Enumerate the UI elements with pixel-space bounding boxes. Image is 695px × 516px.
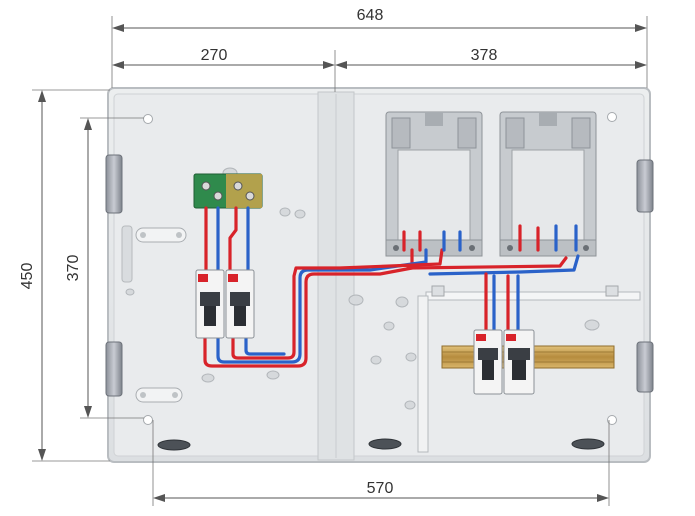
dim-label-inner-height: 370 — [65, 255, 82, 282]
mounting-hole-icon — [143, 112, 617, 425]
cable-clamp-bottom-icon — [135, 387, 183, 403]
dimension-inner-height: 370 — [65, 117, 144, 419]
hinge-right-bottom-icon — [636, 341, 654, 393]
dimension-total-height: 450 — [19, 89, 110, 462]
dimension-total-width: 648 — [111, 7, 648, 88]
breaker-right-1 — [473, 329, 503, 395]
dim-label-left-width: 270 — [201, 47, 228, 64]
terminal-block — [193, 173, 263, 209]
hinge-left-bottom-icon — [105, 341, 123, 397]
breaker-left-1 — [195, 269, 225, 339]
grommet-icon — [157, 438, 605, 451]
dim-label-total-width: 648 — [357, 7, 384, 24]
meter-socket-right — [499, 111, 597, 257]
dim-label-right-width: 378 — [471, 47, 498, 64]
breaker-right-2 — [503, 329, 535, 395]
hinge-right-top-icon — [636, 159, 654, 213]
dim-label-total-height: 450 — [19, 263, 36, 290]
meter-socket-left — [385, 111, 483, 257]
partition-panel — [417, 285, 641, 453]
dimension-bottom-span: 570 — [152, 420, 610, 506]
wiring — [203, 206, 580, 368]
dimension-section-widths: 270 378 — [112, 47, 647, 92]
breaker-left-2 — [225, 269, 255, 339]
cable-clamp-top-icon — [121, 225, 187, 283]
hinge-left-top-icon — [105, 154, 123, 214]
dim-label-bottom-span: 570 — [367, 480, 394, 497]
